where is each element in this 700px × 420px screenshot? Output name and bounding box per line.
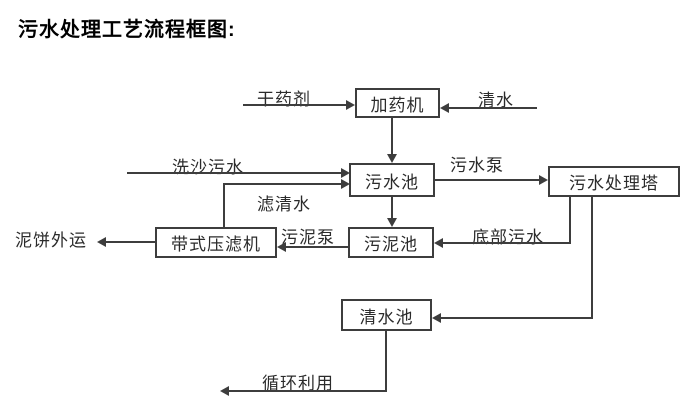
label-sludge-pump: 污泥泵 (281, 228, 335, 247)
edge-filtered-water-line (223, 183, 341, 185)
diagram-title: 污水处理工艺流程框图: (18, 19, 236, 41)
node-treatment-tower: 污水处理塔 (548, 166, 680, 197)
edge-bottom-sewage-drop-line (569, 197, 571, 244)
node-clean-water-pool: 清水池 (341, 299, 432, 331)
edge-tower-to-clean-line (441, 317, 593, 319)
edge-dosing-to-sewage-line (391, 118, 393, 154)
edge-bottom-sewage-line (443, 242, 571, 244)
edge-clean-water-arrowhead-icon (440, 103, 449, 113)
label-filtered-water: 滤清水 (257, 195, 311, 214)
edge-sewage-to-sludge-line (391, 197, 393, 218)
node-sewage-pool: 污水池 (349, 163, 435, 197)
edge-sludge-pump-arrowhead-icon (277, 242, 286, 252)
label-bottom-sewage: 底部污水 (472, 228, 544, 247)
edge-sludge-pump-line (286, 246, 348, 248)
label-mud-cake-out: 泥饼外运 (15, 231, 87, 250)
edge-dosing-to-sewage-arrowhead-icon (387, 154, 397, 163)
edge-sewage-to-sludge-arrowhead-icon (387, 218, 397, 227)
edge-tower-to-clean-drop-line (591, 197, 593, 319)
edge-clean-water-line (449, 107, 537, 109)
edge-filtered-water-riser-line (223, 184, 225, 227)
edge-sewage-pump-arrowhead-icon (539, 175, 548, 185)
edge-recycle-line (229, 390, 387, 392)
node-belt-filter-press: 带式压滤机 (155, 227, 277, 258)
edge-tower-to-clean-arrowhead-icon (432, 313, 441, 323)
edge-recycle-arrowhead-icon (220, 386, 229, 396)
edge-mud-cake-line (106, 241, 155, 243)
node-sludge-pool: 污泥池 (348, 227, 434, 258)
label-recycle-use: 循环利用 (262, 374, 334, 393)
node-dosing-machine: 加药机 (355, 88, 440, 118)
label-sand-wash-sewage: 洗沙污水 (172, 158, 244, 177)
edge-sand-wash-arrowhead-icon (341, 168, 350, 178)
edge-dry-agent-arrowhead-icon (346, 100, 355, 110)
label-dry-agent: 干药剂 (257, 90, 311, 109)
label-clean-water: 清水 (478, 91, 514, 110)
edge-filtered-water-arrowhead-icon (341, 179, 350, 189)
edge-sand-wash-line (127, 172, 341, 174)
edge-sewage-pump-line (435, 179, 539, 181)
edge-recycle-drop-line (385, 331, 387, 392)
edge-dry-agent-line (243, 104, 346, 106)
edge-mud-cake-arrowhead-icon (97, 237, 106, 247)
edge-bottom-sewage-arrowhead-icon (434, 238, 443, 248)
label-sewage-pump: 污水泵 (450, 156, 504, 175)
